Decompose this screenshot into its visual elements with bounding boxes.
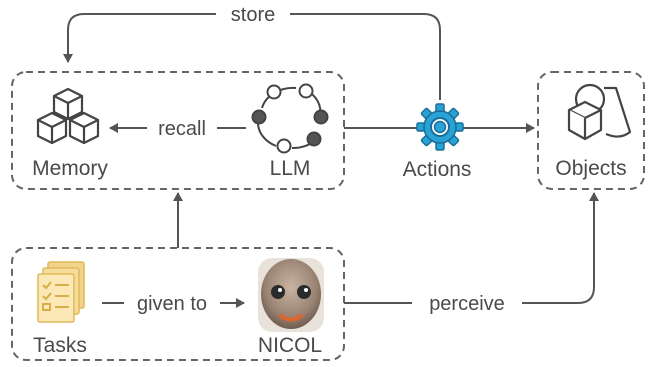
store-label-bg <box>216 3 290 25</box>
memory-label: Memory <box>32 157 108 180</box>
cycle-nodes-icon <box>251 83 329 154</box>
nicol-label: NICOL <box>258 334 322 357</box>
shapes-icon <box>567 83 632 141</box>
robot-face-icon <box>258 258 324 332</box>
recall-label-bg <box>147 114 217 140</box>
checklist-documents-icon <box>37 261 85 323</box>
objects-label: Objects <box>555 157 626 180</box>
given-to-label: given to <box>137 293 207 315</box>
llm-label: LLM <box>270 157 311 180</box>
gear-icon <box>416 103 464 151</box>
memory-llm-group-box <box>11 71 345 190</box>
objects-group-box <box>537 71 645 190</box>
perceive-edge <box>344 192 599 304</box>
store-edge <box>63 13 441 100</box>
recall-label: recall <box>158 118 206 140</box>
perceive-label-bg <box>412 289 522 315</box>
tasks-label: Tasks <box>33 334 87 357</box>
actions-label: Actions <box>403 158 472 181</box>
perceive-label: perceive <box>429 293 505 315</box>
cubes-icon <box>36 87 100 145</box>
given-to-label-bg <box>124 289 220 315</box>
store-label: store <box>231 4 275 26</box>
